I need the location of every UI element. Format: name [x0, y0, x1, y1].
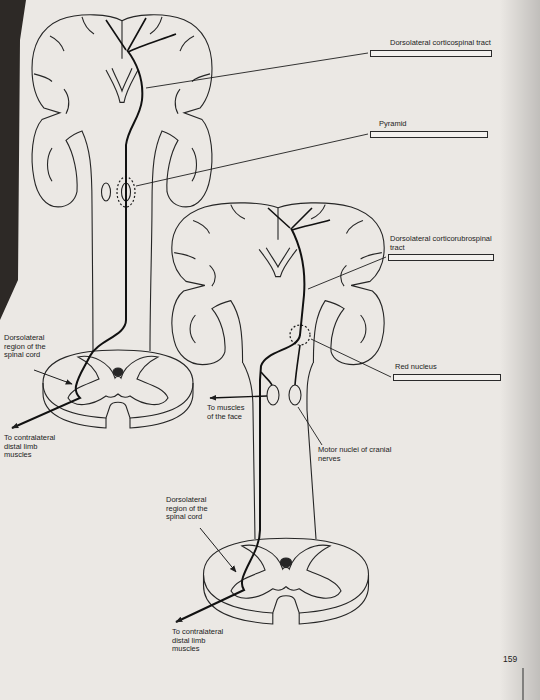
label-holder: To contralateral distal limb muscles [172, 628, 228, 654]
brainstem [243, 363, 316, 539]
leader-line [298, 407, 322, 445]
annotation-label: 159 [503, 655, 527, 665]
answer-blank [370, 50, 492, 57]
facial-nerve-arrow [210, 396, 267, 398]
tract-branches [268, 208, 330, 230]
annotation-label: To contralateral distal limb muscles [4, 434, 58, 460]
leader-line [136, 134, 368, 186]
spinal-cord-section [204, 538, 369, 624]
label-holder: Dorsolateral region of the spinal cord [4, 334, 58, 360]
label-holder: To contralateral distal limb muscles [4, 434, 58, 460]
label-box: Dorsolateral corticorubrospinal tract [388, 235, 494, 261]
pyramid-oval [102, 183, 111, 201]
structure-label: Red nucleus [393, 363, 501, 372]
structure-label: Pyramid [370, 120, 488, 129]
answer-blank [393, 374, 501, 381]
tract-branches [106, 18, 176, 52]
label-holder: Dorsolateral region of the spinal cord [166, 496, 224, 522]
spinal-cord-section [43, 350, 193, 428]
brain-section [32, 15, 212, 207]
corticorubrospinal-tract [176, 228, 304, 622]
annotation-label: Dorsolateral region of the spinal cord [166, 496, 224, 522]
structure-label: Dorsolateral corticospinal tract [370, 39, 492, 48]
page-shade [500, 0, 540, 700]
label-holder: 159 [503, 655, 527, 665]
leader-line [308, 257, 386, 289]
motor-nucleus [267, 385, 279, 405]
corticobulbar-branch [261, 345, 300, 385]
label-holder: To muscles of the face [207, 404, 247, 421]
label-box: Pyramid [370, 120, 488, 138]
motor-nucleus [289, 385, 301, 405]
annotation-label: Dorsolateral region of the spinal cord [4, 334, 58, 360]
label-box: Dorsolateral corticospinal tract [370, 39, 492, 57]
leader-line [311, 339, 391, 377]
brain-section [172, 203, 384, 365]
leader-line [146, 53, 368, 88]
answer-blank [370, 131, 488, 138]
structure-label: Dorsolateral corticorubrospinal tract [388, 235, 494, 252]
label-holder: Motor nuclei of cranial nerves [318, 446, 392, 463]
annotation-label: To muscles of the face [207, 404, 247, 421]
leader-arrow [34, 370, 72, 384]
page-edge [522, 668, 523, 700]
annotation-label: Motor nuclei of cranial nerves [318, 446, 392, 463]
answer-blank [388, 254, 494, 261]
leader-arrow [200, 528, 236, 572]
corticospinal-tract [12, 50, 142, 428]
annotation-label: To contralateral distal limb muscles [172, 628, 228, 654]
label-box: Red nucleus [393, 363, 501, 381]
